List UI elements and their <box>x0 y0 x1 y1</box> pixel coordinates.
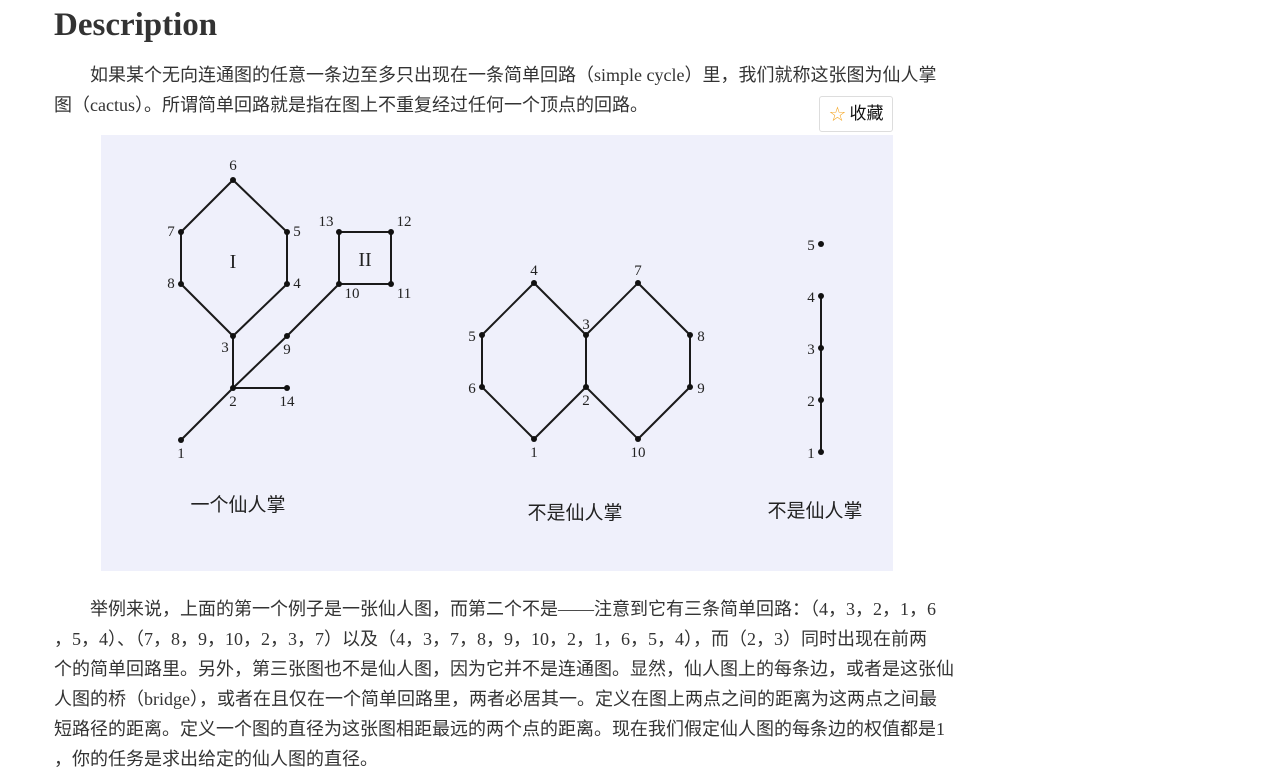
graph2-node <box>635 280 641 286</box>
graph1-node-label: 6 <box>229 158 237 174</box>
graph2-node-label: 10 <box>631 445 646 461</box>
intro-line-row: 图（cactus）。所谓简单回路就是指在图上不重复经过任何一个顶点的回路。 ☆ … <box>54 90 893 135</box>
graph2-node <box>531 436 537 442</box>
graph1-node-label: 12 <box>397 214 412 230</box>
graph2-node-label: 4 <box>530 263 538 279</box>
graph1-node <box>336 281 342 287</box>
graph3-caption: 不是仙人掌 <box>767 500 862 522</box>
graph1-edge <box>180 387 234 441</box>
body-line: 人图的桥（bridge），或者在且仅在一个简单回路里，两者必居其一。定义在图上两… <box>54 689 937 709</box>
graph1-node <box>336 229 342 235</box>
cycle-label: II <box>358 249 371 271</box>
graph3-node-label: 3 <box>807 342 815 358</box>
intro-line: 如果某个无向连通图的任意一条边至多只出现在一条简单回路（simple cycle… <box>54 65 937 85</box>
favorite-button[interactable]: ☆ 收藏 <box>819 96 893 132</box>
graph1-node-label: 10 <box>345 286 360 302</box>
body-paragraph: 举例来说，上面的第一个例子是一张仙人图，而第二个不是——注意到它有三条简单回路：… <box>54 594 1174 774</box>
graph3-node-label: 1 <box>807 446 815 462</box>
graph2-node <box>583 332 589 338</box>
graph1-node <box>284 281 290 287</box>
graph1-edge <box>232 283 288 337</box>
graph1-node <box>284 229 290 235</box>
graph1-node-label: 11 <box>397 286 411 302</box>
graph2-node-label: 1 <box>530 445 538 461</box>
graph2-node-label: 8 <box>697 329 705 345</box>
graph1-node <box>284 333 290 339</box>
graph3-node <box>818 397 824 403</box>
graph2-node-label: 6 <box>468 381 476 397</box>
graph2-edge <box>533 282 587 336</box>
graph1-node-label: 14 <box>280 394 296 410</box>
graph1-node-label: 13 <box>319 214 334 230</box>
favorite-label: 收藏 <box>849 104 884 124</box>
graph3-node <box>818 293 824 299</box>
body-line: 举例来说，上面的第一个例子是一张仙人图，而第二个不是——注意到它有三条简单回路：… <box>54 599 936 619</box>
graph2-node <box>479 384 485 390</box>
body-line: 个的简单回路里。另外，第三张图也不是仙人图，因为它并不是连通图。显然，仙人图上的… <box>54 659 954 679</box>
graph1-edge <box>180 283 234 337</box>
graph1-node <box>284 385 290 391</box>
graph1-edge <box>180 179 234 233</box>
graph1-node <box>178 437 184 443</box>
graph2-edge <box>585 282 639 336</box>
graph1-node <box>230 177 236 183</box>
body-line: ，你的任务是求出给定的仙人图的直径。 <box>54 749 378 769</box>
graph3-node <box>818 449 824 455</box>
graph1-edge <box>286 283 340 337</box>
graph3-node-label: 5 <box>807 238 815 254</box>
graph1-node <box>388 281 394 287</box>
graph1-node-label: 7 <box>167 224 175 240</box>
graph1-node <box>230 333 236 339</box>
graph2-edge <box>533 386 587 440</box>
graph1-node-label: 3 <box>221 340 229 356</box>
graph3-node <box>818 241 824 247</box>
graph2-node-label: 5 <box>468 329 476 345</box>
graph2-edge <box>585 386 639 440</box>
graph1-node-label: 2 <box>229 394 237 410</box>
graph2-node <box>479 332 485 338</box>
graph2-edge <box>481 282 535 336</box>
graph2-edge <box>481 386 535 440</box>
graph2-node-label: 9 <box>697 381 705 397</box>
graph1-caption: 一个仙人掌 <box>190 494 285 516</box>
page-title: Description <box>54 7 218 43</box>
graph2-caption: 不是仙人掌 <box>527 502 622 524</box>
intro-paragraph: 如果某个无向连通图的任意一条边至多只出现在一条简单回路（simple cycle… <box>54 60 1174 135</box>
graph2-node <box>687 384 693 390</box>
star-outline-icon: ☆ <box>828 102 847 126</box>
graph2-node <box>531 280 537 286</box>
graph1-node <box>230 385 236 391</box>
graph2-node-label: 3 <box>582 317 590 333</box>
graph3-node-label: 4 <box>807 290 815 306</box>
graph1-edge <box>232 335 288 389</box>
graph1-edge <box>232 179 288 233</box>
graph2-node <box>583 384 589 390</box>
graph1-node <box>388 229 394 235</box>
graph2-edge <box>637 282 691 336</box>
graph1-node-label: 1 <box>177 446 185 462</box>
graph2-node <box>687 332 693 338</box>
graph2-node-label: 2 <box>582 393 590 409</box>
body-line: ，5，4）、（7，8，9，10，2，3，7）以及（4，3，7，8，9，10，2，… <box>54 629 927 649</box>
graph1-node-label: 9 <box>283 342 291 358</box>
graph1-node-label: 4 <box>293 276 301 292</box>
graph2-node <box>635 436 641 442</box>
graph2-edge <box>637 386 691 440</box>
body-line: 短路径的距离。定义一个图的直径为这张图相距最远的两个点的距离。现在我们假定仙人图… <box>54 719 945 739</box>
graph3-node <box>818 345 824 351</box>
graph1-node-label: 5 <box>293 224 301 240</box>
intro-line: 图（cactus）。所谓简单回路就是指在图上不重复经过任何一个顶点的回路。 <box>54 95 648 115</box>
graph3-node-label: 2 <box>807 394 815 410</box>
graph1-node <box>178 229 184 235</box>
graph2-node-label: 7 <box>634 263 642 279</box>
graph1-node <box>178 281 184 287</box>
graph1-node-label: 8 <box>167 276 175 292</box>
cycle-label: I <box>230 251 237 273</box>
